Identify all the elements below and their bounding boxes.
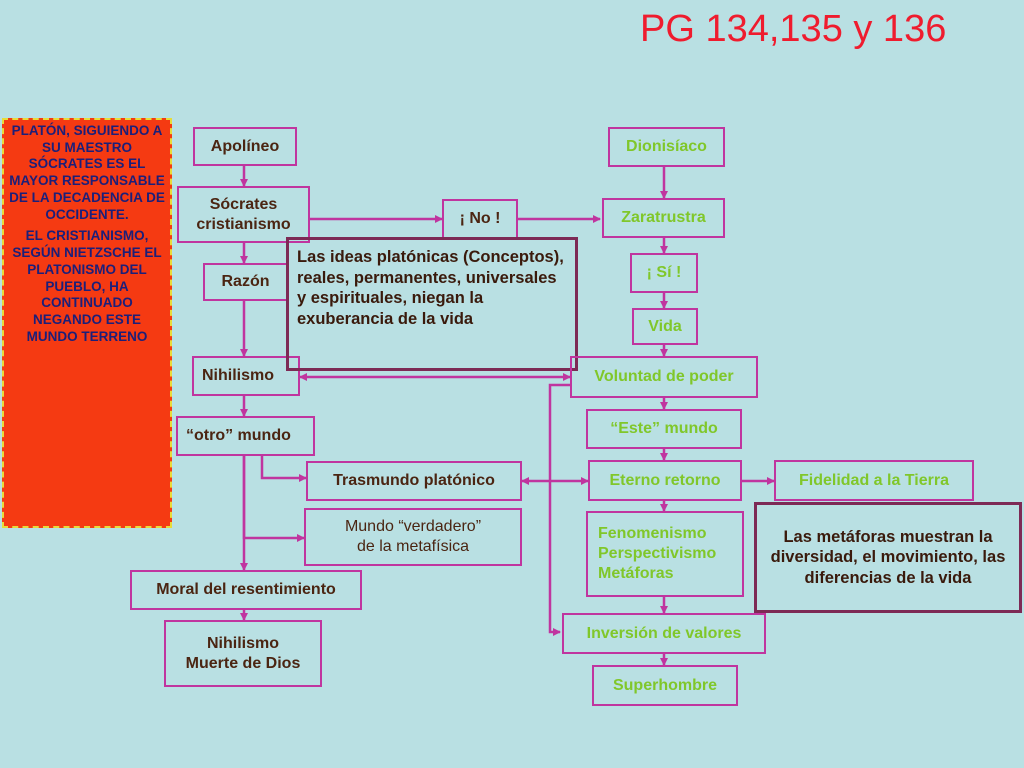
node-socrates-label-2: cristianismo [196, 215, 291, 233]
node-ideas-label: Las ideas platónicas (Conceptos), reales… [297, 248, 564, 328]
arrow-otro-trasmundo [260, 455, 307, 482]
node-trasmundo-label: Trasmundo platónico [333, 472, 495, 489]
node-ideas-platonicas: Las ideas platónicas (Conceptos), reales… [286, 237, 578, 371]
node-fenomenismo-label-3: Metáforas [598, 565, 674, 582]
node-zaratustra-label: Zaratrustra [621, 209, 706, 226]
platon-note-text: PLATÓN, SIGUIENDO A SU MAESTRO SÓCRATES … [9, 123, 165, 222]
node-vida: Vida [632, 308, 698, 345]
node-nihilismo-muerte-label-2: Muerte de Dios [185, 654, 301, 672]
node-nihilismo-label: Nihilismo [202, 367, 275, 384]
node-vida-label: Vida [648, 317, 682, 335]
node-voluntad: Voluntad de poder [570, 356, 758, 398]
node-socrates: Sócrates cristianismo [177, 186, 310, 243]
node-dionisiaco: Dionisíaco [608, 127, 725, 167]
node-voluntad-label: Voluntad de poder [594, 368, 734, 385]
node-moral: Moral del resentimiento [130, 570, 362, 610]
platon-note-panel: PLATÓN, SIGUIENDO A SU MAESTRO SÓCRATES … [2, 118, 172, 528]
node-si-label: ¡ Sí ! [646, 264, 682, 281]
node-apolineo: Apolíneo [193, 127, 297, 166]
page-title: PG 134,135 y 136 [640, 8, 947, 50]
node-nihilismo-muerte-label-1: Nihilismo [206, 634, 279, 652]
node-metaforas-label: Las metáforas muestran la diversidad, el… [770, 527, 1006, 587]
node-nihilismo: Nihilismo [192, 356, 300, 396]
node-razon: Razón [203, 263, 288, 301]
node-razon-label: Razón [221, 273, 270, 290]
node-superhombre-label: Superhombre [612, 676, 717, 694]
node-fenomenismo: Fenomenismo Perspectivismo Metáforas [586, 511, 744, 597]
node-si: ¡ Sí ! [630, 253, 698, 293]
node-superhombre: Superhombre [592, 665, 738, 706]
node-nihilismo-muerte: Nihilismo Muerte de Dios [164, 620, 322, 687]
node-inversion-label: Inversión de valores [586, 624, 742, 642]
arrow-otro-mundoverdadero [242, 455, 305, 542]
node-trasmundo: Trasmundo platónico [306, 461, 522, 501]
node-no-label: ¡ No ! [459, 210, 501, 227]
node-moral-label: Moral del resentimiento [156, 581, 336, 598]
node-mundo-verdadero: Mundo “verdadero” de la metafísica [304, 508, 522, 566]
node-este-mundo: “Este” mundo [586, 409, 742, 449]
node-fidelidad: Fidelidad a la Tierra [774, 460, 974, 501]
node-otro-mundo: “otro” mundo [176, 416, 315, 456]
node-dionisiaco-label: Dionisíaco [626, 138, 707, 155]
node-otro-mundo-label: “otro” mundo [186, 427, 291, 444]
node-apolineo-label: Apolíneo [210, 137, 280, 155]
node-eterno-retorno: Eterno retorno [588, 460, 742, 501]
node-mundo-verdadero-label-1: Mundo “verdadero” [344, 518, 482, 535]
node-fidelidad-label: Fidelidad a la Tierra [799, 471, 949, 489]
node-fenomenismo-label-1: Fenomenismo [598, 525, 707, 542]
node-inversion: Inversión de valores [562, 613, 766, 654]
node-este-mundo-label: “Este” mundo [610, 420, 718, 437]
node-zaratustra: Zaratrustra [602, 198, 725, 238]
arrow-voluntad-inversion [548, 383, 570, 636]
cristianismo-note-text: EL CRISTIANISMO, SEGÚN NIETZSCHE EL PLAT… [12, 228, 162, 344]
node-socrates-label-1: Sócrates [209, 195, 278, 213]
node-mundo-verdadero-label-2: de la metafísica [356, 538, 470, 555]
node-metaforas: Las metáforas muestran la diversidad, el… [754, 502, 1022, 613]
node-no: ¡ No ! [442, 199, 518, 239]
node-eterno-retorno-label: Eterno retorno [609, 471, 721, 489]
node-fenomenismo-label-2: Perspectivismo [598, 545, 717, 562]
